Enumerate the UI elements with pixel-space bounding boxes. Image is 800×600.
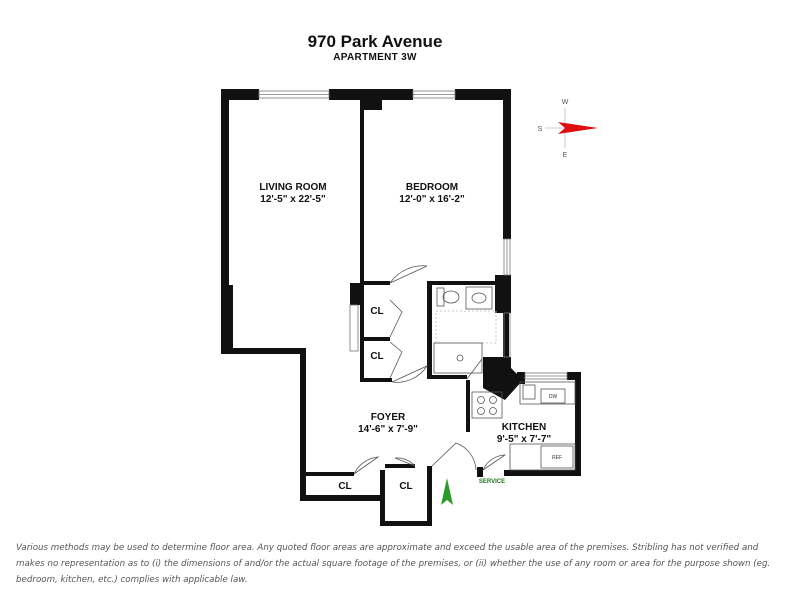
kitchen-fixtures <box>471 381 576 471</box>
shower-drain-icon <box>456 354 464 362</box>
closet-label-lower: CL <box>370 351 383 362</box>
doors <box>353 265 507 475</box>
wall-bath-left <box>427 281 432 379</box>
refrigerator-label: REF <box>552 455 562 461</box>
door-closets-arc <box>391 365 429 383</box>
door-service <box>482 454 507 471</box>
wall-cl-box-bottom <box>380 521 432 526</box>
burner-icon <box>477 396 485 404</box>
wall-kitchen-right <box>575 372 581 475</box>
wall-bath-bottom <box>427 375 467 379</box>
bathtub <box>433 342 483 374</box>
window-bath <box>503 312 511 358</box>
wall-living-left <box>221 89 229 285</box>
door-cl-upper <box>389 299 403 338</box>
wall-kitchen-right-top <box>567 372 581 380</box>
kitchen-lower-counter <box>509 443 576 471</box>
compass-label-w: W <box>562 99 569 106</box>
sink-counter <box>465 286 493 310</box>
kitchen-dims: 9'-5" x 7'-7" <box>497 434 552 445</box>
compass-label-e: E <box>563 152 568 159</box>
door-bedroom <box>389 265 428 284</box>
door-bath <box>466 358 483 380</box>
dishwasher <box>540 388 566 404</box>
compass-arrow-icon <box>558 122 598 134</box>
service-entrance-label: SERVICE <box>479 479 505 485</box>
apartment-number: APARTMENT 3W <box>333 52 417 63</box>
wall-top-left <box>221 89 259 100</box>
sink-icon <box>471 292 487 304</box>
bedroom-dims: 12'-0" x 16'-2" <box>399 194 465 205</box>
door-foyer-cl-left <box>353 456 380 475</box>
dishwasher-label: DW <box>549 394 558 400</box>
listing-address-title: 970 Park Avenue <box>307 32 443 51</box>
wall-kitchen-chunk <box>483 357 523 400</box>
burner-icon <box>477 407 485 415</box>
bath-tile-floor <box>435 310 497 344</box>
wall-bedroom-bottom-left <box>360 281 390 285</box>
bathroom-fixtures <box>433 286 497 374</box>
wall-service-post <box>477 467 483 477</box>
wall-cl-box-left <box>380 470 385 526</box>
kitchen-counter <box>519 381 576 405</box>
window-living-side <box>349 304 359 352</box>
wall-closet-block-top <box>350 283 364 305</box>
wall-living-bottom <box>221 348 306 354</box>
door-cl-lower <box>389 341 403 379</box>
kitchen-sink <box>522 384 536 400</box>
wall-closet-divider <box>360 337 390 341</box>
bedroom-label: BEDROOM <box>406 182 458 193</box>
wall-foyer-left <box>300 348 306 500</box>
closet-label-foyer-right: CL <box>399 481 412 492</box>
living-room-dims: 12'-5" x 22'-5" <box>260 194 326 205</box>
living-room-label: LIVING ROOM <box>259 182 326 193</box>
foyer-label: FOYER <box>371 412 406 423</box>
wall-kitchen-bottom <box>504 470 581 476</box>
toilet-tank <box>436 287 445 307</box>
wall-bath-right <box>503 313 509 358</box>
wall-bedroom-right <box>503 89 511 239</box>
compass-label-s: S <box>538 126 543 133</box>
wall-partition <box>360 100 364 285</box>
wall-kitchen-top <box>517 372 525 384</box>
door-entry <box>431 442 477 471</box>
windows <box>258 90 568 380</box>
wall-bedroom-right-mid <box>495 275 511 313</box>
door-foyer-cl-right <box>394 457 416 467</box>
wall-cl-box-top <box>385 464 415 468</box>
foyer-dims: 14'-6" x 7'-9" <box>358 424 418 435</box>
wall-partition-cap <box>362 96 382 110</box>
burner-icon <box>489 396 497 404</box>
wall-cl-foyer-left-top <box>306 472 354 476</box>
wall-foyer-bottom-left <box>300 495 382 501</box>
refrigerator <box>540 445 574 469</box>
wall-top-mid <box>329 89 413 100</box>
walls <box>221 89 581 526</box>
closet-label-upper: CL <box>370 306 383 317</box>
wall-closet-bottom <box>360 378 392 382</box>
burner-icon <box>489 407 497 415</box>
toilet-icon <box>442 290 460 304</box>
wall-top-right <box>455 89 511 100</box>
kitchen-label: KITCHEN <box>502 422 546 433</box>
closet-label-foyer-left: CL <box>338 481 351 492</box>
wall-bedroom-bottom <box>427 281 503 285</box>
wall-living-left-lower <box>221 285 233 353</box>
stove <box>471 391 503 419</box>
compass: W S E <box>538 99 598 159</box>
wall-kitchen-left <box>466 380 470 432</box>
wall-cl-box-right <box>427 466 432 526</box>
entry-arrow-icon <box>441 478 453 505</box>
legal-disclaimer: Various methods may be used to determine… <box>16 543 771 585</box>
